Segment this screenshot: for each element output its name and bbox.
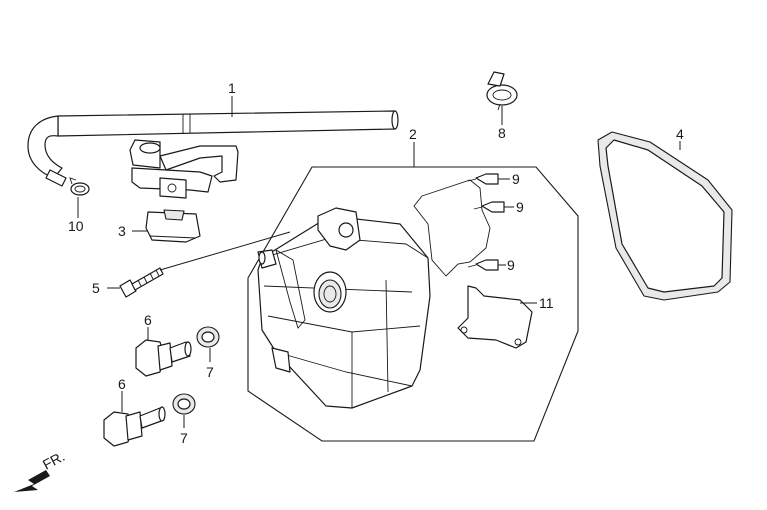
callout-8: 8 (498, 125, 506, 141)
callout-11: 11 (539, 295, 554, 311)
callout-9-middle: 9 (516, 199, 524, 215)
hose-clamp (486, 71, 518, 111)
callout-1: 1 (228, 80, 236, 96)
bolt-9-bottom (467, 259, 499, 271)
breather-separator (129, 139, 239, 243)
stud-bolt-lower (103, 406, 166, 447)
cylinder-head-cover (257, 207, 431, 409)
long-bolt (119, 267, 164, 298)
callout-10: 10 (68, 218, 84, 234)
callout-7-upper: 7 (206, 364, 214, 380)
front-indicator-label: FR. (40, 448, 67, 473)
plate-gasket (457, 285, 533, 349)
stud-bolt-upper (135, 339, 192, 377)
callout-9-top: 9 (512, 171, 520, 187)
cover-gasket (597, 131, 733, 301)
cover-seal-wire (413, 179, 491, 277)
callout-4: 4 (676, 126, 684, 142)
callout-3: 3 (118, 223, 126, 239)
callout-2: 2 (409, 126, 417, 142)
front-arrow-icon (14, 470, 50, 492)
bolt-9-middle (473, 201, 505, 213)
rubber-washer-lower (172, 393, 196, 415)
rubber-washer-upper (196, 326, 220, 348)
hose-clamp-small (69, 177, 90, 196)
callout-7-lower: 7 (180, 430, 188, 446)
breather-hose (27, 110, 399, 187)
callout-5: 5 (92, 280, 100, 296)
callout-6-lower: 6 (118, 376, 126, 392)
callout-6-upper: 6 (144, 312, 152, 328)
cover-assembly-boundary (247, 166, 579, 442)
callout-9-bottom: 9 (507, 257, 515, 273)
leader-5 (107, 231, 291, 289)
